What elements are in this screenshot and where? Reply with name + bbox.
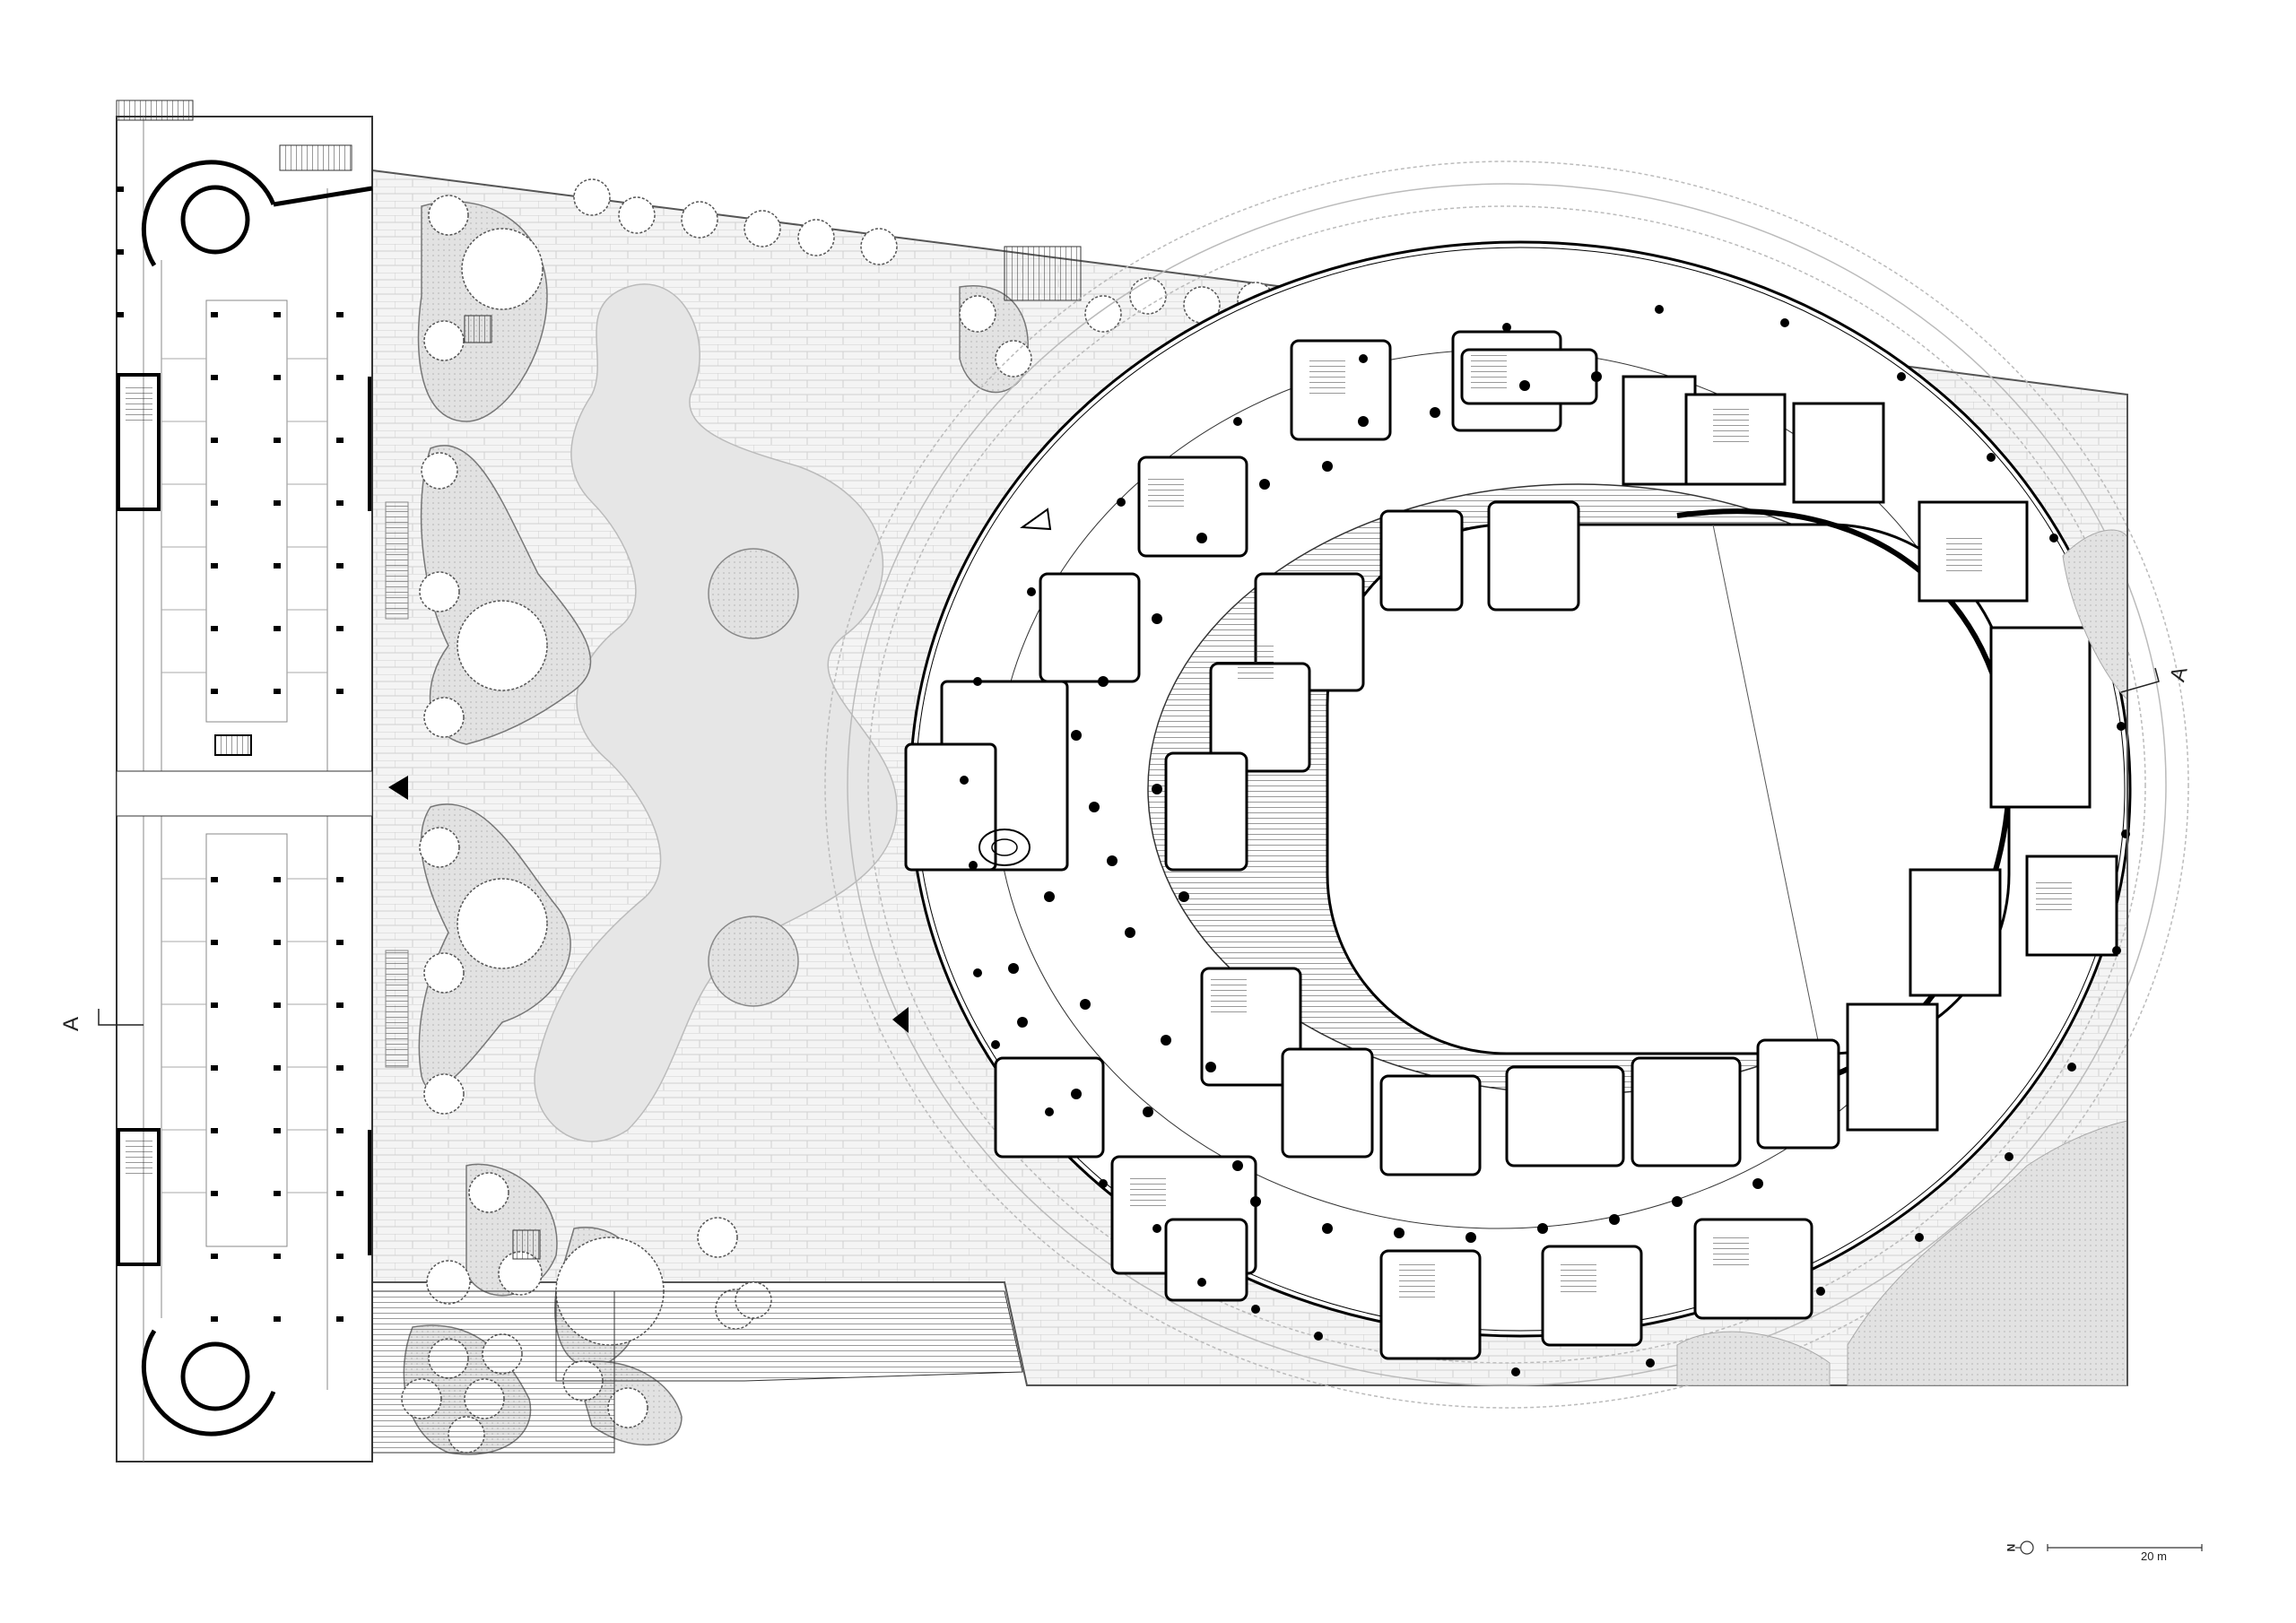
terrace-steps xyxy=(371,246,1082,1454)
section-cut-lines xyxy=(98,667,2160,1026)
section-marker-left: A xyxy=(59,1016,84,1032)
north-arrow xyxy=(2015,1541,2034,1555)
entrance-arrows xyxy=(388,508,1052,1033)
north-label: N xyxy=(2005,1543,2018,1552)
entrance-arrow-stadium-west xyxy=(892,1007,909,1033)
entrance-arrow-stadium-north-outline xyxy=(1020,508,1052,531)
parking-structure xyxy=(116,100,409,1462)
stadium xyxy=(824,161,2189,1409)
plaza-lawn xyxy=(534,283,898,1142)
circular-feature-north xyxy=(708,548,799,639)
scale-bar-label: 20 m xyxy=(2141,1549,2167,1563)
entrance-arrow-parking xyxy=(388,776,408,800)
circular-feature-south xyxy=(708,916,799,1007)
scale-bar xyxy=(2047,1544,2203,1551)
east-landscape xyxy=(1676,395,2128,1386)
